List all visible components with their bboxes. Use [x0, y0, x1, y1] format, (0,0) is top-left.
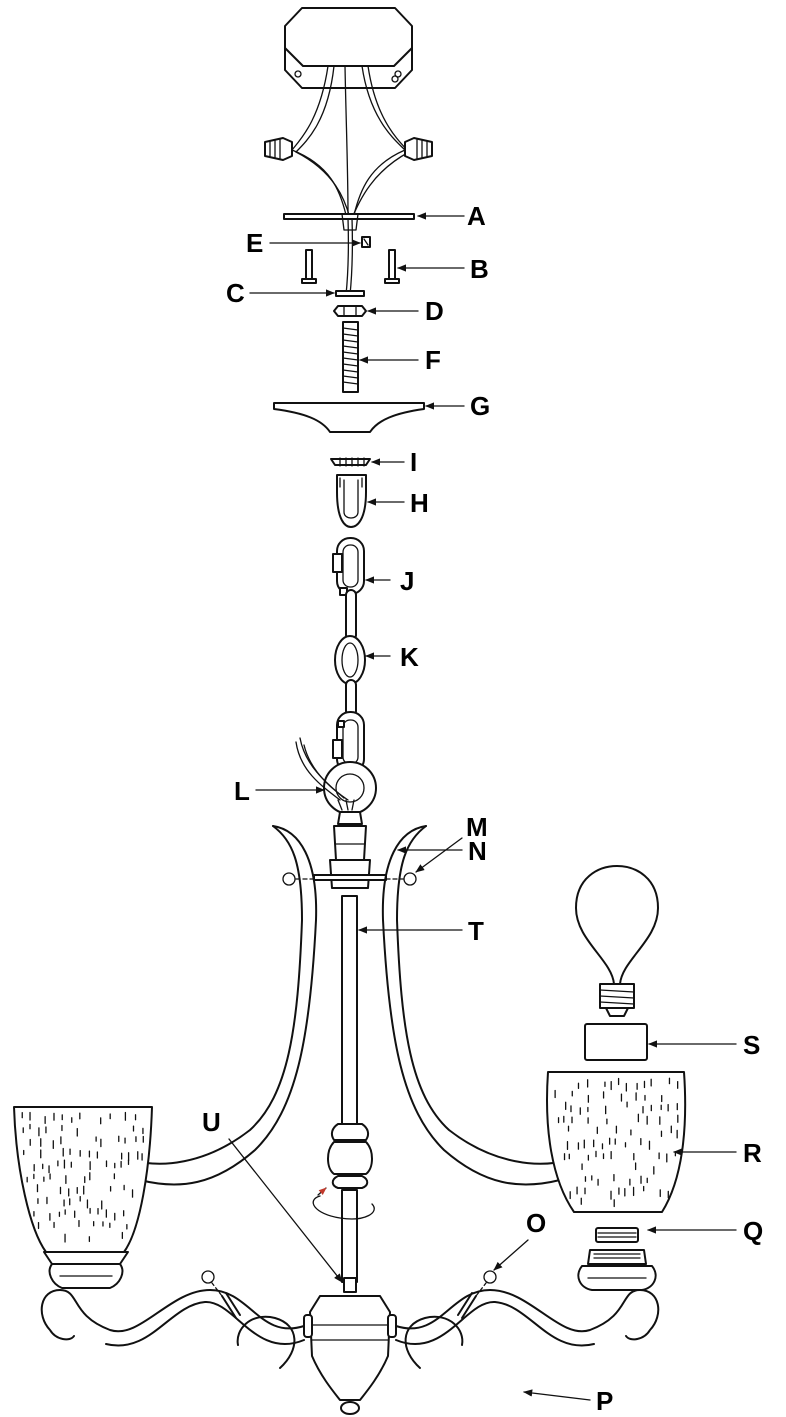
- canopy: [273, 402, 425, 433]
- mounting-strap: [283, 213, 415, 231]
- shade-holder-ring: [584, 1023, 648, 1061]
- label-n: N: [468, 836, 487, 866]
- bottom-hub: [303, 1277, 397, 1415]
- mounting-screw-right: [384, 249, 400, 284]
- label-d: D: [425, 296, 444, 326]
- scroll-arm-right: [395, 1289, 660, 1369]
- label-a: A: [467, 201, 486, 231]
- chain-quick-link-lower: [332, 711, 365, 773]
- supply-wires: [291, 65, 410, 296]
- chain-quick-link-upper: [332, 537, 365, 596]
- mounting-screw-left: [301, 249, 317, 284]
- label-o: O: [526, 1208, 546, 1238]
- center-hub-top: [329, 811, 371, 889]
- label-m: M: [466, 812, 488, 842]
- label-l: L: [234, 776, 250, 806]
- leader-lines: [228, 212, 737, 1401]
- screw-collar-loop: [336, 474, 367, 528]
- socket-cup-left: [43, 1251, 129, 1289]
- wire-connector-left: [264, 137, 293, 161]
- label-u: U: [202, 1107, 221, 1137]
- label-q: Q: [743, 1216, 763, 1246]
- rotate-indicator: [312, 1187, 375, 1220]
- light-bulb: [575, 865, 659, 1017]
- frame-arm-right: [381, 825, 571, 1186]
- shade-texture-left: [21, 1111, 144, 1243]
- label-p: P: [596, 1386, 613, 1416]
- label-t: T: [468, 916, 484, 946]
- hex-nut: [333, 305, 367, 317]
- ground-screw: [361, 236, 371, 248]
- arm-pin-right: [457, 1270, 497, 1319]
- chain: [334, 589, 366, 717]
- screw-collar-ring: [330, 457, 371, 467]
- label-k: K: [400, 642, 419, 672]
- center-stem: [327, 895, 373, 1283]
- label-s: S: [743, 1030, 760, 1060]
- lock-washer: [335, 290, 365, 297]
- threaded-nipple: [342, 321, 359, 393]
- wire-connector-right: [404, 137, 433, 161]
- junction-box: [284, 7, 413, 89]
- scroll-arm-left: [40, 1289, 305, 1369]
- frame-arm-left: [129, 825, 318, 1186]
- label-c: C: [226, 278, 245, 308]
- label-f: F: [425, 345, 441, 375]
- shade-texture-right: [554, 1077, 679, 1208]
- part-labels: A E B C D F G I H J K L M T N U O P Q R …: [202, 201, 763, 1416]
- label-g: G: [470, 391, 490, 421]
- label-h: H: [410, 488, 429, 518]
- socket-ring: [595, 1227, 639, 1243]
- label-e: E: [246, 228, 263, 258]
- label-b: B: [470, 254, 489, 284]
- label-j: J: [400, 566, 414, 596]
- arm-pin-left: [201, 1270, 241, 1319]
- fixture-wires: [295, 737, 355, 811]
- label-r: R: [743, 1138, 762, 1168]
- glass-shade-right: [546, 1071, 687, 1213]
- glass-shade-left: [13, 1106, 153, 1253]
- label-i: I: [410, 447, 417, 477]
- socket-cup-right: [577, 1249, 657, 1291]
